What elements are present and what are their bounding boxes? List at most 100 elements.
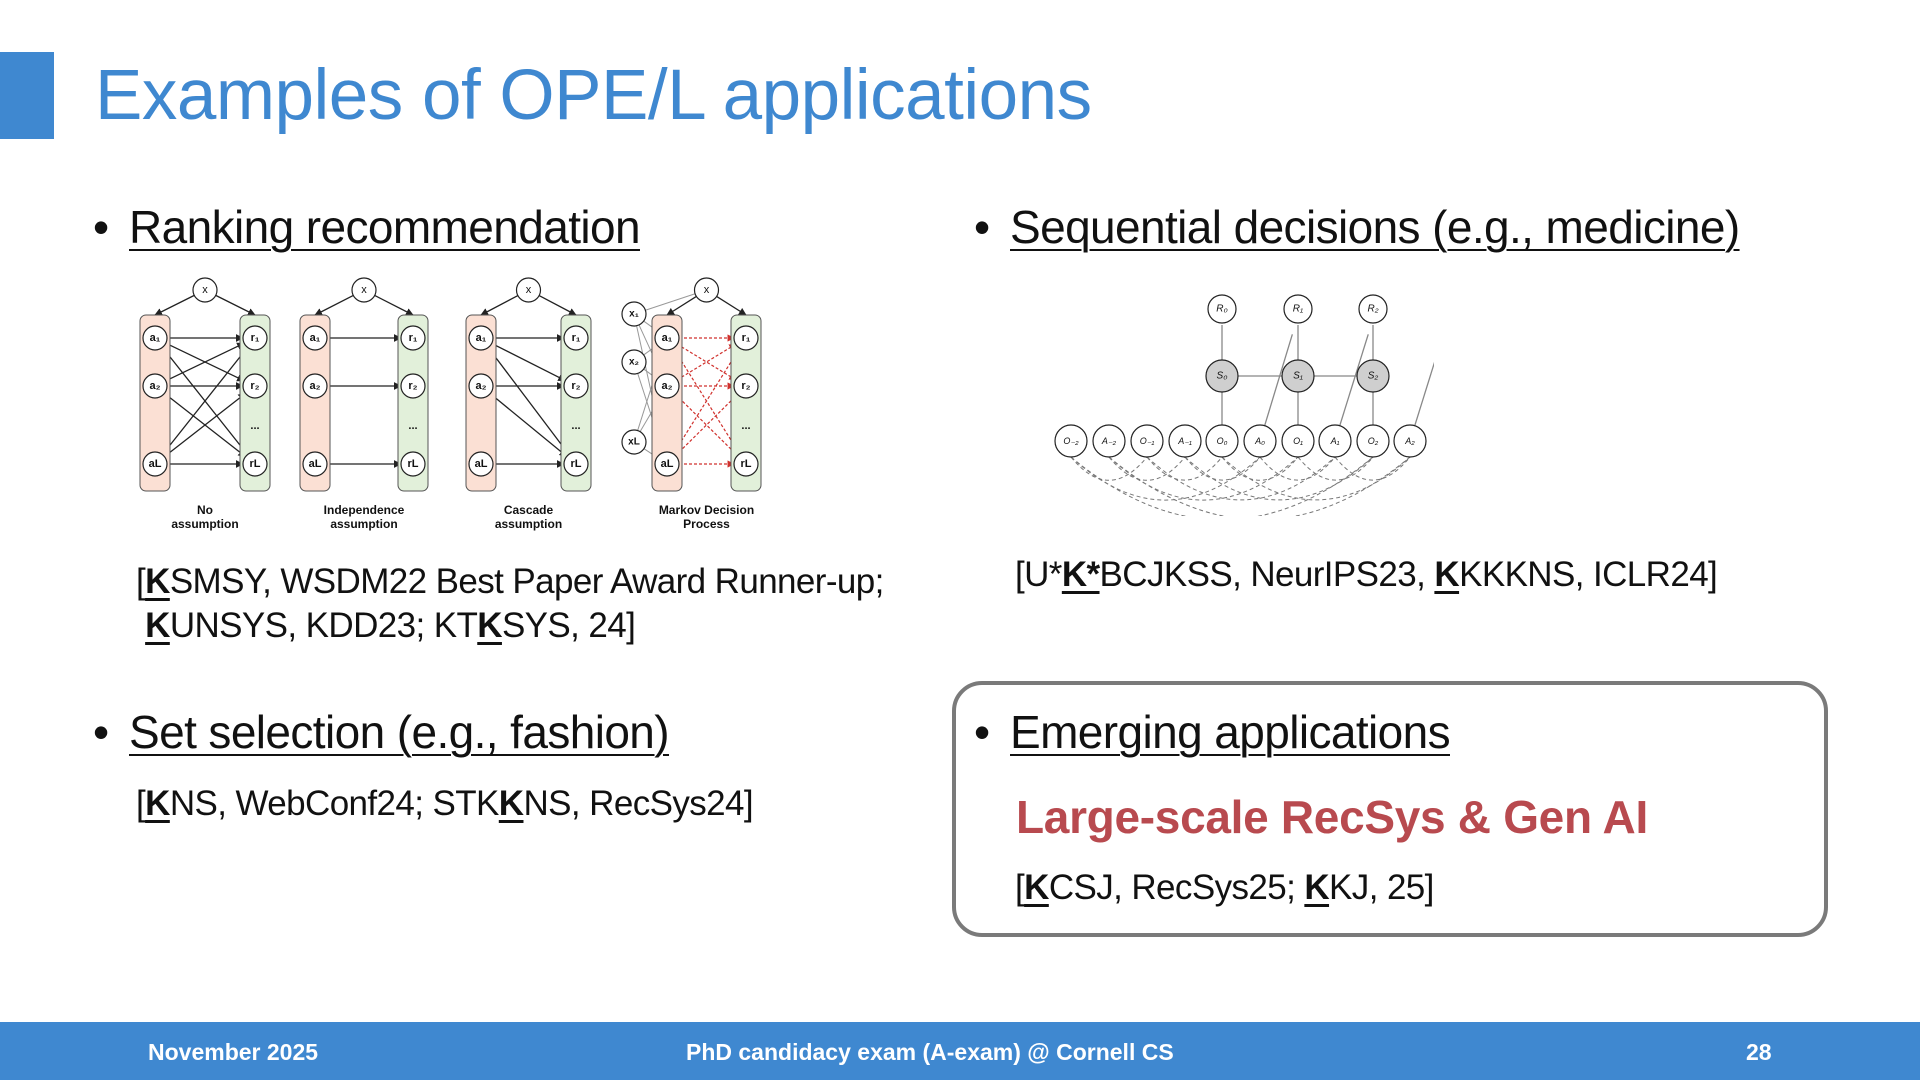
observation-action-node-label: O₂ <box>1368 436 1379 446</box>
citation-line: [KNS, WebConf24; STKKNS, RecSys24] <box>136 782 754 826</box>
observation-action-node <box>1092 424 1126 458</box>
observation-action-node <box>1168 424 1202 458</box>
citation-line: [KSMSY, WSDM22 Best Paper Award Runner-u… <box>136 560 884 604</box>
author-highlight: K <box>1304 868 1330 907</box>
graph-edge <box>675 393 738 456</box>
sequential-citations: [U*K*BCJKSS, NeurIPS23, KKKKNS, ICLR24] <box>1015 553 1718 597</box>
reward-node-label: rL <box>571 458 582 470</box>
observation-action-node-label: O₀ <box>1217 436 1228 446</box>
observation-action-node <box>1318 424 1352 458</box>
sequential-heading: Sequential decisions (e.g., medicine) <box>1010 201 1740 253</box>
context-node-label: x <box>526 284 532 296</box>
dependency-arc <box>1259 456 1336 481</box>
graph-edge <box>1264 334 1293 426</box>
citation-text: [ <box>136 784 146 823</box>
citation-text: SMSY, WSDM22 Best Paper Award Runner-up; <box>169 562 885 601</box>
bullet-marker: • <box>974 201 990 253</box>
author-highlight: K <box>498 784 524 823</box>
action-node <box>654 373 680 399</box>
author-highlight: K <box>1434 555 1460 594</box>
figure-caption: assumption <box>171 517 238 531</box>
bullet-sequential: • Sequential decisions (e.g., medicine) <box>974 200 1740 254</box>
graph-edge <box>672 347 741 455</box>
state-node <box>621 349 647 375</box>
figure-caption: Markov Decision <box>659 503 754 517</box>
reward-node-label: r₂ <box>571 380 580 392</box>
context-node <box>515 277 542 303</box>
emerging-heading: Emerging applications <box>1010 706 1451 758</box>
action-node-label: aL <box>309 458 322 470</box>
reward-node <box>733 373 759 399</box>
reward-node <box>733 451 759 477</box>
dependency-arc <box>1070 456 1148 481</box>
reward-node <box>400 373 426 399</box>
citation-text: [U* <box>1015 555 1062 594</box>
reward-panel <box>239 314 271 492</box>
reward-node-label: r₁ <box>251 332 260 344</box>
observation-action-node <box>1130 424 1164 458</box>
state-node <box>1205 359 1239 393</box>
reward-node <box>563 373 589 399</box>
citation-text: KJ, 25] <box>1329 868 1434 907</box>
ranking-heading: Ranking recommendation <box>129 201 641 253</box>
context-node <box>351 277 377 303</box>
dependency-arc <box>1184 456 1374 501</box>
emerging-applications-box <box>952 681 1828 937</box>
citation-line: [KCSJ, RecSys25; KKJ, 25] <box>1015 866 1434 910</box>
graph-edge <box>314 294 354 316</box>
action-node <box>468 451 494 477</box>
reward-node-label: r₁ <box>409 332 418 344</box>
figure-caption: Cascade <box>504 503 554 517</box>
context-node-label: x <box>202 284 208 296</box>
bullet-emerging: • Emerging applications <box>974 705 1451 759</box>
action-node-label: a₁ <box>310 332 321 344</box>
reward-node <box>563 325 589 351</box>
state-node <box>621 301 647 327</box>
reward-node <box>242 451 268 477</box>
author-highlight: K <box>145 606 170 645</box>
bullet-marker: • <box>93 201 109 253</box>
action-node <box>142 373 168 399</box>
citation-text: BCJKSS, NeurIPS23, <box>1099 555 1435 594</box>
observation-action-node <box>1281 424 1315 458</box>
set-selection-heading: Set selection (e.g., fashion) <box>129 706 670 758</box>
graph-edge <box>538 295 577 316</box>
figure-caption: assumption <box>330 517 397 531</box>
citation-line: KUNSYS, KDD23; KTKSYS, 24] <box>136 604 884 648</box>
state-node <box>1356 359 1390 393</box>
author-highlight: K <box>145 562 170 601</box>
action-node-label: a₁ <box>476 332 487 344</box>
footer-page-number: 28 <box>1746 1039 1772 1065</box>
observation-action-node-label: O₋₂ <box>1063 436 1079 446</box>
citation-text: KKKNS, ICLR24] <box>1459 555 1718 594</box>
dependency-arc <box>1221 456 1411 501</box>
dependency-arc <box>1297 456 1374 481</box>
footer-event: PhD candidacy exam (A-exam) @ Cornell CS <box>686 1039 1174 1065</box>
action-node-label: a₁ <box>150 332 161 344</box>
footer-bar: November 2025 PhD candidacy exam (A-exam… <box>0 1022 1920 1080</box>
graph-edge <box>1414 361 1434 426</box>
graph-edge <box>489 393 568 457</box>
figure-caption: No <box>197 503 213 517</box>
state-node-label: S₂ <box>1368 371 1379 382</box>
bullet-ranking: • Ranking recommendation <box>93 200 641 254</box>
observation-action-node-label: A₂ <box>1404 436 1415 446</box>
graph-edge <box>666 295 697 316</box>
action-node <box>302 325 328 351</box>
emerging-highlight: Large-scale RecSys & Gen AI <box>1016 791 1648 843</box>
reward-node <box>242 373 268 399</box>
action-node-label: aL <box>661 458 674 470</box>
action-node-label: aL <box>149 458 162 470</box>
state-node-label: S₀ <box>1217 371 1228 382</box>
reward-node-label: rL <box>408 458 419 470</box>
set-selection-citations: [KNS, WebConf24; STKKNS, RecSys24] <box>136 782 754 826</box>
action-node <box>654 325 680 351</box>
bullet-marker: • <box>974 706 990 758</box>
action-node <box>142 451 168 477</box>
context-node <box>693 277 720 303</box>
slide-title: Examples of OPE/L applications <box>95 56 1092 135</box>
bullet-marker: • <box>93 706 109 758</box>
graph-edge <box>374 294 414 316</box>
